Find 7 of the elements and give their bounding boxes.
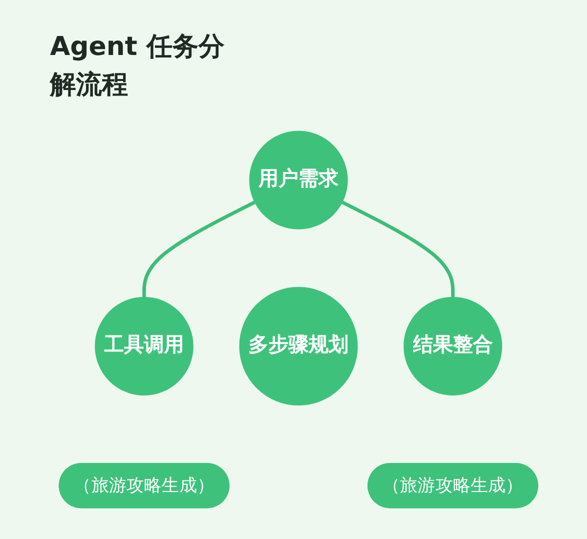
node-circle: 结果整合	[404, 296, 502, 396]
node-circle: 工具调用	[94, 296, 194, 396]
connector	[142, 200, 256, 298]
node-circle: 多步骤规划	[239, 286, 358, 406]
title: Agent 任务分解流程	[50, 31, 226, 102]
connector	[341, 200, 455, 298]
node-circle: 用户需求	[249, 130, 348, 230]
